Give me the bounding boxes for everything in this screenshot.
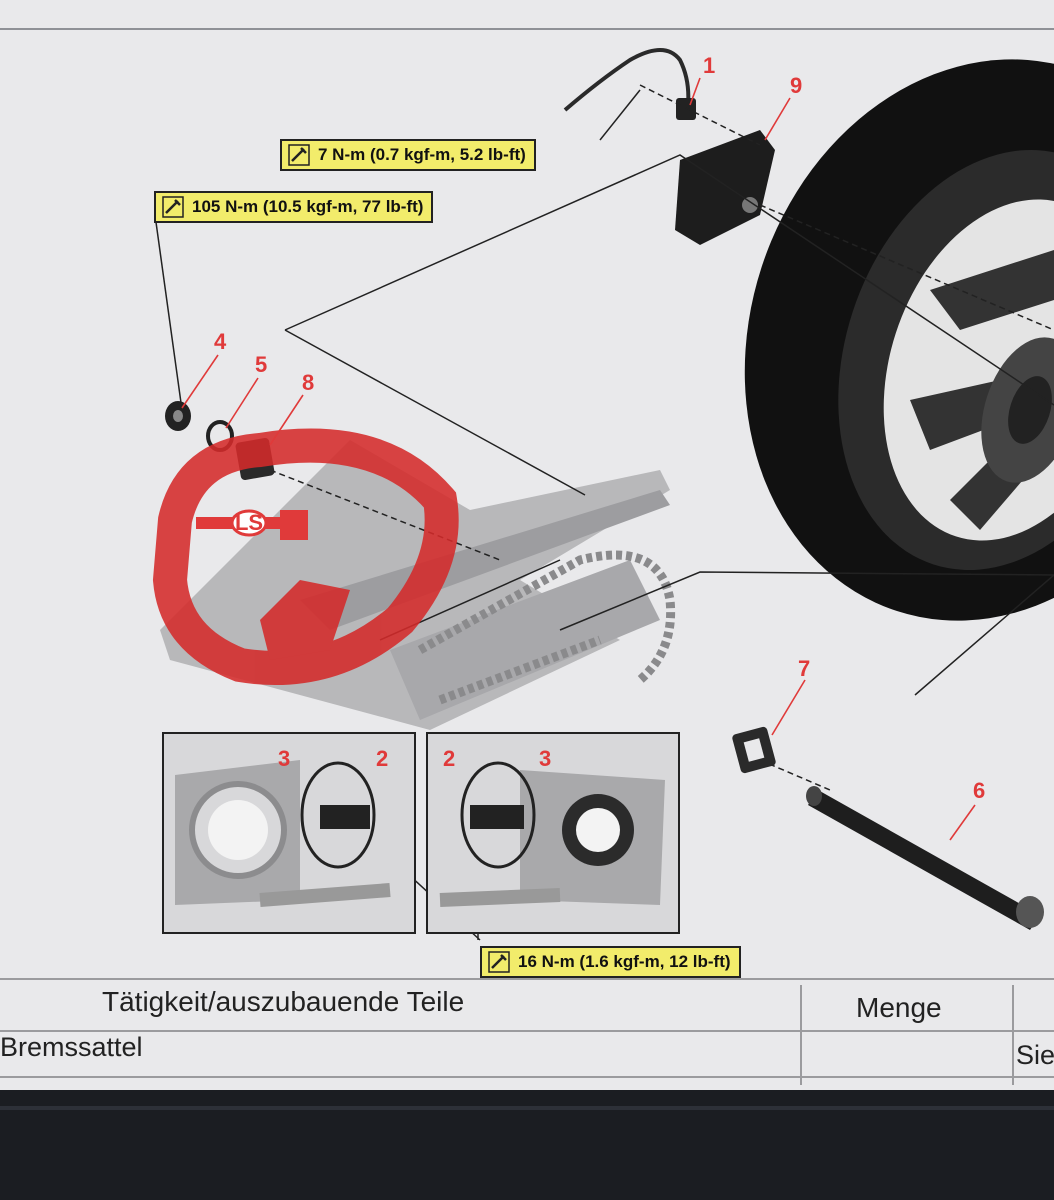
inset-right bbox=[426, 732, 680, 934]
callout-8: 8 bbox=[302, 370, 314, 395]
axle-nut bbox=[165, 401, 191, 431]
torque-spec-3-text: 16 N-m (1.6 kgf-m, 12 lb-ft) bbox=[518, 952, 731, 971]
torque-spec-1: 7 N-m (0.7 kgf-m, 5.2 lb-ft) bbox=[280, 139, 536, 171]
callout-2-right: 2 bbox=[443, 746, 455, 771]
table-top-rule bbox=[0, 978, 1054, 980]
torque-spec-2: 105 N-m (10.5 kgf-m, 77 lb-ft) bbox=[154, 191, 434, 223]
brake-hose bbox=[563, 48, 691, 112]
table-col-divider bbox=[1012, 985, 1014, 1085]
drive-chain bbox=[417, 550, 676, 705]
bottom-dark-bar bbox=[0, 1090, 1054, 1200]
red-highlight-mark bbox=[152, 428, 459, 685]
callout-1: 1 bbox=[703, 53, 715, 78]
row-note-cut: Sie bbox=[1016, 1040, 1054, 1070]
callout-7: 7 bbox=[798, 656, 810, 681]
torque-spec-3: 16 N-m (1.6 kgf-m, 12 lb-ft) bbox=[480, 946, 741, 978]
table-header-rule bbox=[0, 1030, 1054, 1032]
header-quantity: Menge bbox=[856, 992, 942, 1023]
row-activity: Bremssattel bbox=[0, 1032, 143, 1062]
callout-9: 9 bbox=[790, 73, 802, 98]
torque-spec-1-text: 7 N-m (0.7 kgf-m, 5.2 lb-ft) bbox=[318, 145, 526, 164]
callout-3-left: 3 bbox=[278, 746, 290, 771]
ls-label: LS bbox=[235, 510, 263, 535]
callout-6: 6 bbox=[973, 778, 985, 803]
inset-left bbox=[162, 732, 416, 934]
callout-5: 5 bbox=[255, 352, 267, 377]
torque-spec-2-text: 105 N-m (10.5 kgf-m, 77 lb-ft) bbox=[192, 197, 424, 216]
torque-wrench-icon bbox=[288, 144, 310, 166]
rear-axle bbox=[806, 786, 1044, 930]
torque-wrench-icon bbox=[488, 951, 510, 973]
ls-grease-marker: LS bbox=[196, 509, 308, 540]
hose-clamp bbox=[676, 98, 696, 120]
table-row-rule bbox=[0, 1076, 1054, 1078]
caliper-bracket bbox=[675, 130, 775, 245]
table-col-divider bbox=[800, 985, 802, 1085]
callout-3-right: 3 bbox=[539, 746, 551, 771]
callout-4: 4 bbox=[214, 329, 227, 354]
manual-photo: LS bbox=[0, 0, 1054, 1090]
callout-2-left: 2 bbox=[376, 746, 388, 771]
callout-numbers: 1 9 4 5 8 7 6 3 2 2 3 bbox=[214, 53, 985, 803]
top-rule bbox=[0, 28, 1054, 30]
exploded-diagram: LS bbox=[152, 48, 1054, 941]
rear-wheel bbox=[744, 59, 1054, 621]
torque-wrench-icon bbox=[162, 196, 184, 218]
header-activity: Tätigkeit/auszubauende Teile bbox=[102, 986, 465, 1017]
bottom-stripe bbox=[0, 1106, 1054, 1110]
